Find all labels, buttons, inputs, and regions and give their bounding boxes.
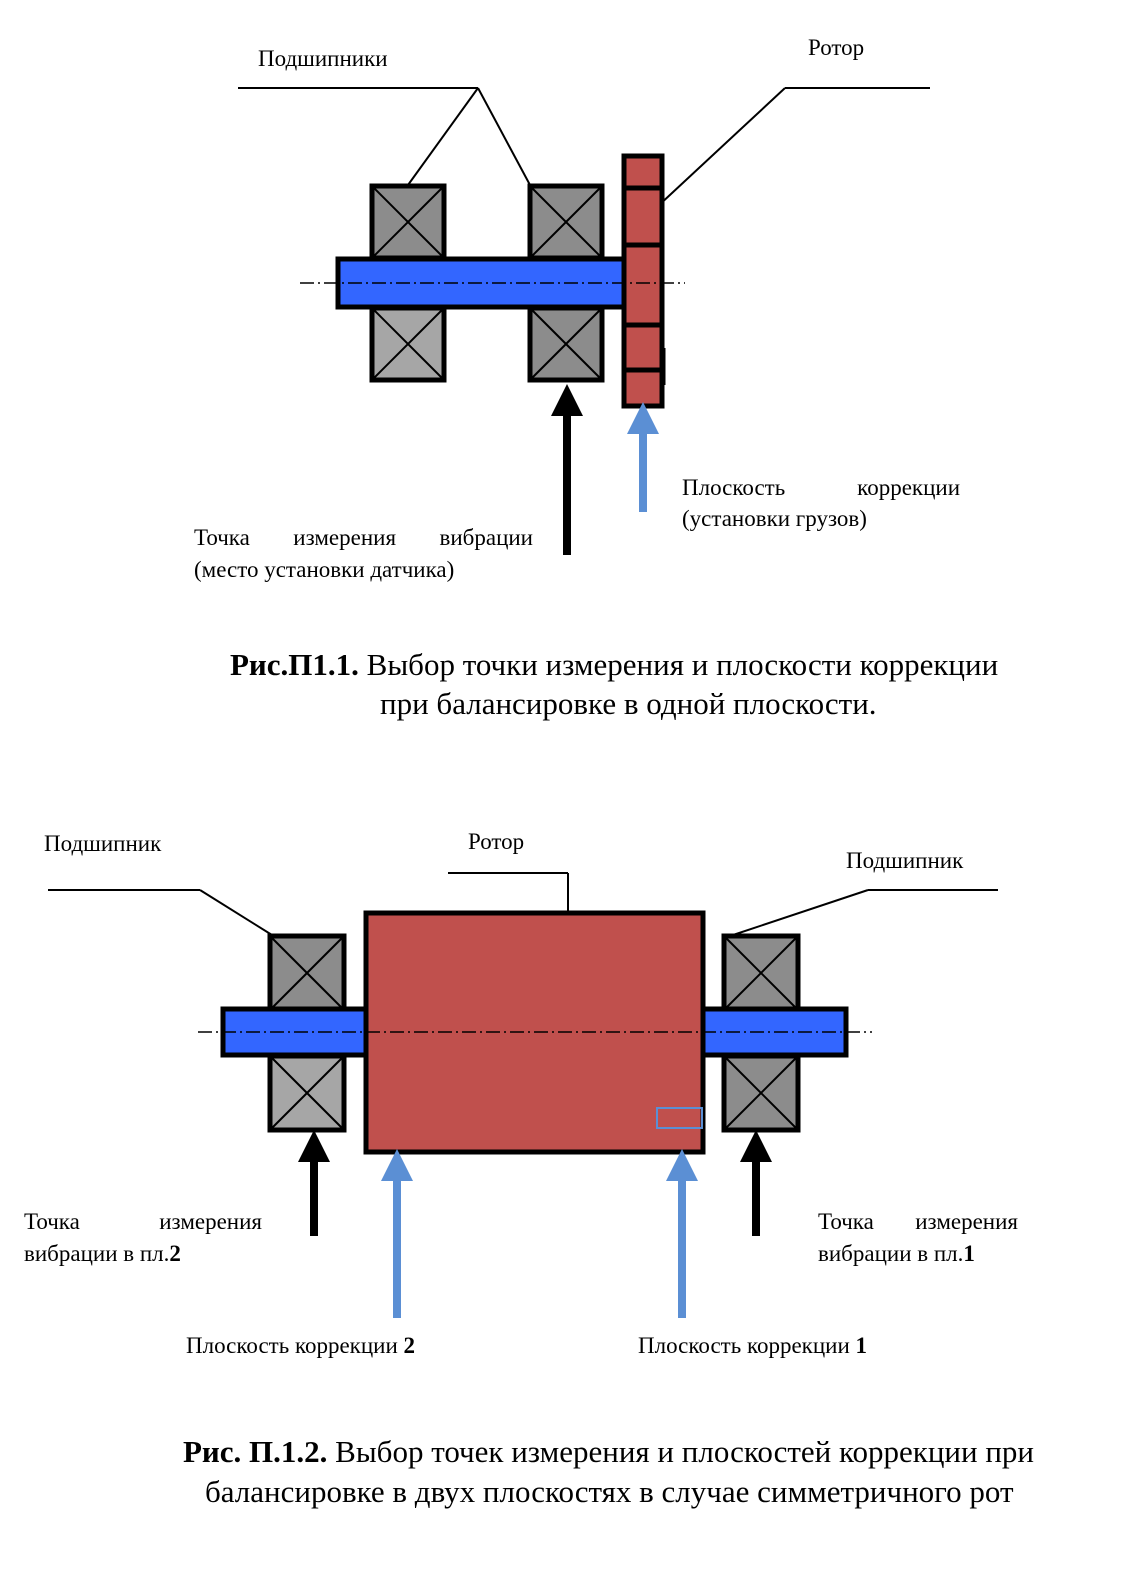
caption-figure1-line1: Рис.П1.1. Выбор точки измерения и плоско… — [230, 646, 998, 684]
label-measure-point-1-num: 1 — [963, 1241, 975, 1266]
label-measure-point-1-line2: вибрации в пл.1 — [818, 1240, 975, 1268]
label-rotor-2: Ротор — [468, 829, 525, 854]
label-rotor: Ротор — [808, 35, 865, 60]
label-correction-plane-line1: Плоскость коррекции — [682, 475, 960, 500]
label-measure-point-2-num: 2 — [169, 1241, 181, 1266]
bearing-left-2 — [267, 933, 347, 1133]
label-measure-point-2-text: вибрации в пл. — [24, 1241, 170, 1266]
label-measure-point-line2: (место установки датчика) — [194, 557, 455, 582]
bearing-right-leader — [726, 889, 998, 938]
bearing-left-leader — [48, 889, 273, 936]
label-measure-point-line1: Точка измерения вибрации — [194, 525, 533, 550]
bearing-right-2 — [721, 933, 801, 1133]
rotor-leader-2 — [448, 872, 569, 912]
caption-figure2-text: Выбор точек измерения и плоскостей корре… — [327, 1434, 1035, 1469]
rotor-leader — [642, 87, 930, 221]
label-bearing-right: Подшипник — [846, 848, 964, 873]
label-correction-plane-2-text: Плоскость коррекции — [186, 1333, 404, 1358]
label-measure-point-1-text: вибрации в пл. — [818, 1241, 964, 1266]
caption-figure2-line1: Рис. П.1.2. Выбор точек измерения и плос… — [183, 1433, 1034, 1471]
shaft-right — [697, 1006, 849, 1058]
rotor-disk — [621, 153, 666, 409]
label-measure-point-2-line2: вибрации в пл.2 — [24, 1240, 181, 1268]
bearing-left — [369, 183, 447, 383]
caption-figure2-number: Рис. П.1.2. — [183, 1434, 328, 1469]
label-measure-point-2-line1: Точка измерения — [24, 1209, 262, 1234]
label-correction-plane-1-text: Плоскость коррекции — [638, 1333, 856, 1358]
caption-figure1-line2: при балансировке в одной плоскости. — [380, 686, 877, 721]
label-correction-plane-1: Плоскость коррекции 1 — [638, 1332, 867, 1360]
label-correction-plane-line2: (установки грузов) — [682, 506, 867, 531]
bearings-leader — [238, 87, 531, 186]
label-measure-point-1-line1: Точка измерения — [818, 1209, 1018, 1234]
figure2-diagram — [48, 872, 998, 1318]
caption-figure1-text: Выбор точки измерения и плоскости коррек… — [358, 647, 999, 682]
label-bearing-left: Подшипник — [44, 831, 162, 856]
label-correction-plane-1-num: 1 — [855, 1333, 868, 1358]
caption-figure1-number: Рис.П1.1. — [230, 647, 359, 682]
figure1-diagram — [238, 87, 930, 555]
weight-slot — [656, 1107, 703, 1129]
label-bearings: Подшипники — [258, 46, 388, 71]
label-correction-plane-2-num: 2 — [403, 1333, 416, 1358]
label-correction-plane-2: Плоскость коррекции 2 — [186, 1332, 415, 1360]
caption-figure2-line2: балансировке в двух плоскостях в случае … — [205, 1474, 1014, 1509]
